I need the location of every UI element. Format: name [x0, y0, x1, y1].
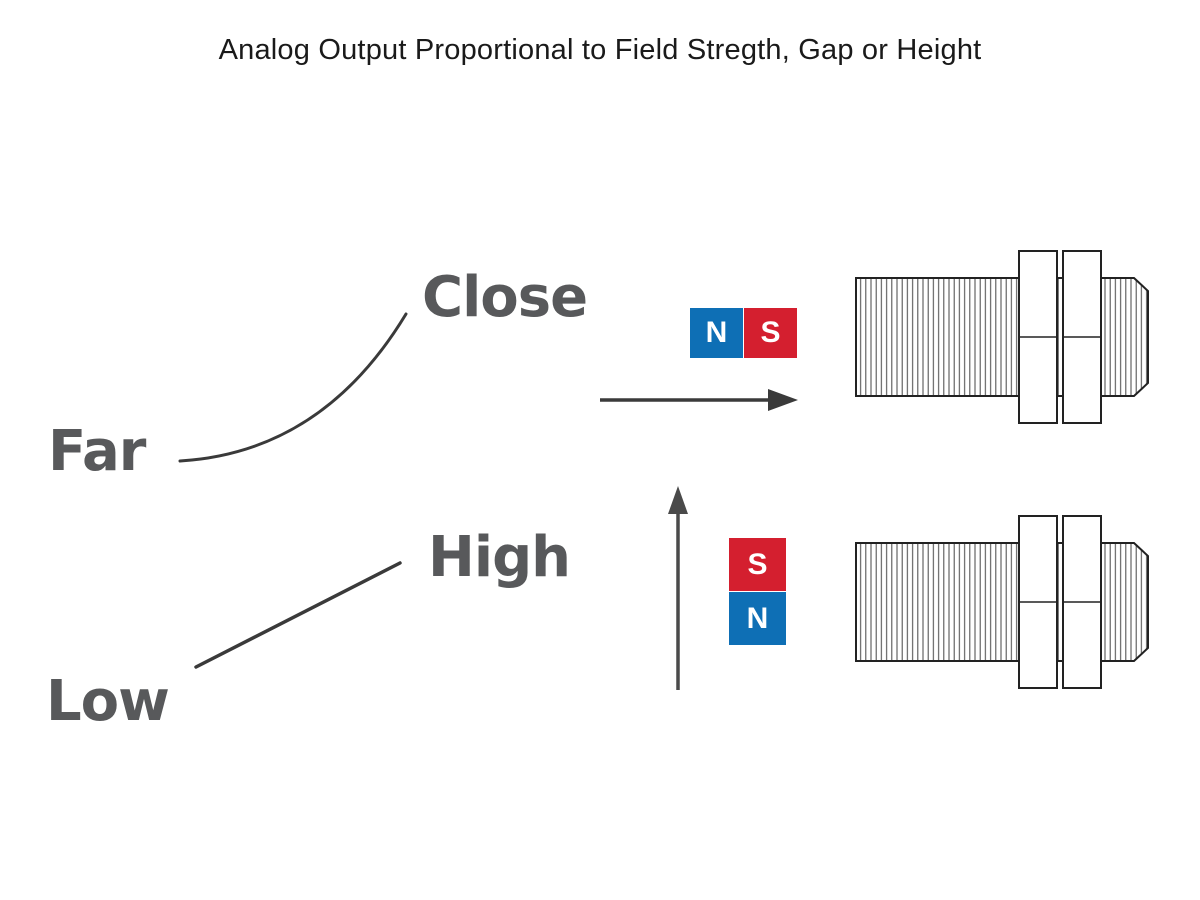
south-pole: S — [744, 308, 797, 358]
label-far: Far — [48, 419, 146, 484]
horizontal-magnet: N S — [690, 308, 797, 358]
north-pole: N — [729, 592, 786, 645]
label-high: High — [428, 525, 571, 590]
far-close-curve — [178, 312, 408, 463]
threaded-sensor-bottom — [855, 515, 1149, 689]
south-pole: S — [729, 538, 786, 592]
vertical-magnet: S N — [729, 538, 786, 645]
right-arrow-icon — [600, 389, 798, 411]
threaded-sensor-top — [855, 250, 1149, 424]
up-arrow-icon — [668, 486, 688, 690]
label-close: Close — [422, 265, 588, 330]
north-pole: N — [690, 308, 744, 358]
label-low: Low — [46, 669, 170, 734]
page-title: Analog Output Proportional to Field Stre… — [218, 34, 982, 66]
low-high-line — [194, 561, 402, 669]
